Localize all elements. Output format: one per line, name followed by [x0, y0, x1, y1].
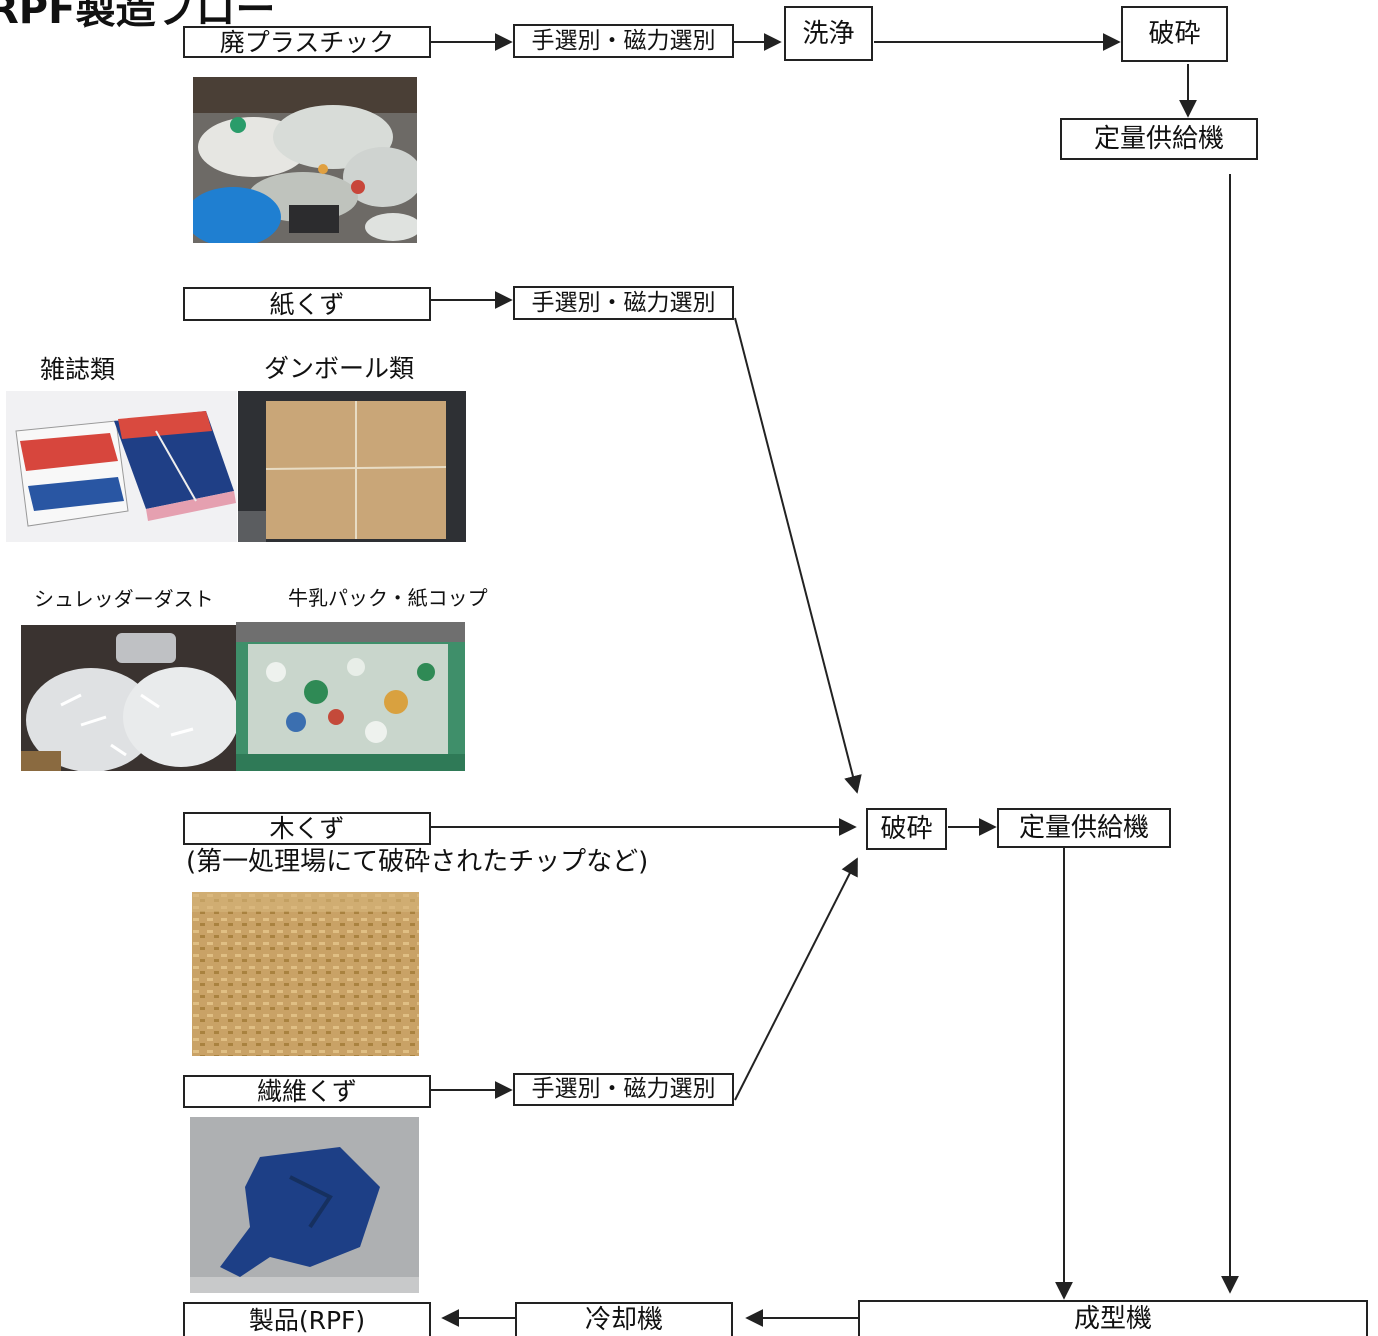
arrow-fiber-sort-to-crush — [734, 857, 858, 1101]
node-waste-paper: 紙くず — [183, 287, 431, 321]
node-molder: 成型機 — [858, 1300, 1368, 1336]
arrow-paper-sort-to-crush — [734, 317, 862, 794]
node-plastic-crusher: 破砕 — [1121, 6, 1228, 62]
photo-milk-packs — [236, 622, 465, 771]
node-crusher: 破砕 — [866, 808, 947, 850]
photo-magazines — [6, 391, 237, 542]
node-waste-fiber: 繊維くず — [183, 1075, 431, 1108]
node-waste-wood: 木くず — [183, 812, 431, 845]
photo-wood-chips — [192, 892, 419, 1056]
node-paper-sorting: 手選別・磁力選別 — [513, 286, 734, 320]
node-cooler: 冷却機 — [515, 1302, 733, 1336]
photo-fabric-waste — [190, 1117, 419, 1293]
photo-waste-plastic — [193, 77, 417, 243]
node-product-rpf: 製品(RPF) — [183, 1302, 431, 1336]
caption-magazines: 雑誌類 — [40, 355, 116, 384]
caption-cardboard: ダンボール類 — [264, 354, 415, 383]
wood-note: (第一処理場にて破砕されたチップなど) — [186, 847, 649, 877]
photo-cardboard — [238, 391, 466, 542]
photo-shredder-dust — [21, 625, 236, 771]
node-washing: 洗浄 — [784, 6, 873, 61]
node-feeder: 定量供給機 — [997, 808, 1171, 848]
caption-shredder-dust: シュレッダーダスト — [34, 587, 214, 611]
node-plastic-sorting: 手選別・磁力選別 — [513, 24, 734, 58]
node-waste-plastic: 廃プラスチック — [183, 26, 431, 58]
node-plastic-feeder: 定量供給機 — [1060, 118, 1258, 160]
caption-milk-pack: 牛乳パック・紙コップ — [288, 586, 488, 610]
diagram-title: RPF製造フロー — [0, 0, 276, 33]
node-fiber-sorting: 手選別・磁力選別 — [513, 1073, 734, 1106]
